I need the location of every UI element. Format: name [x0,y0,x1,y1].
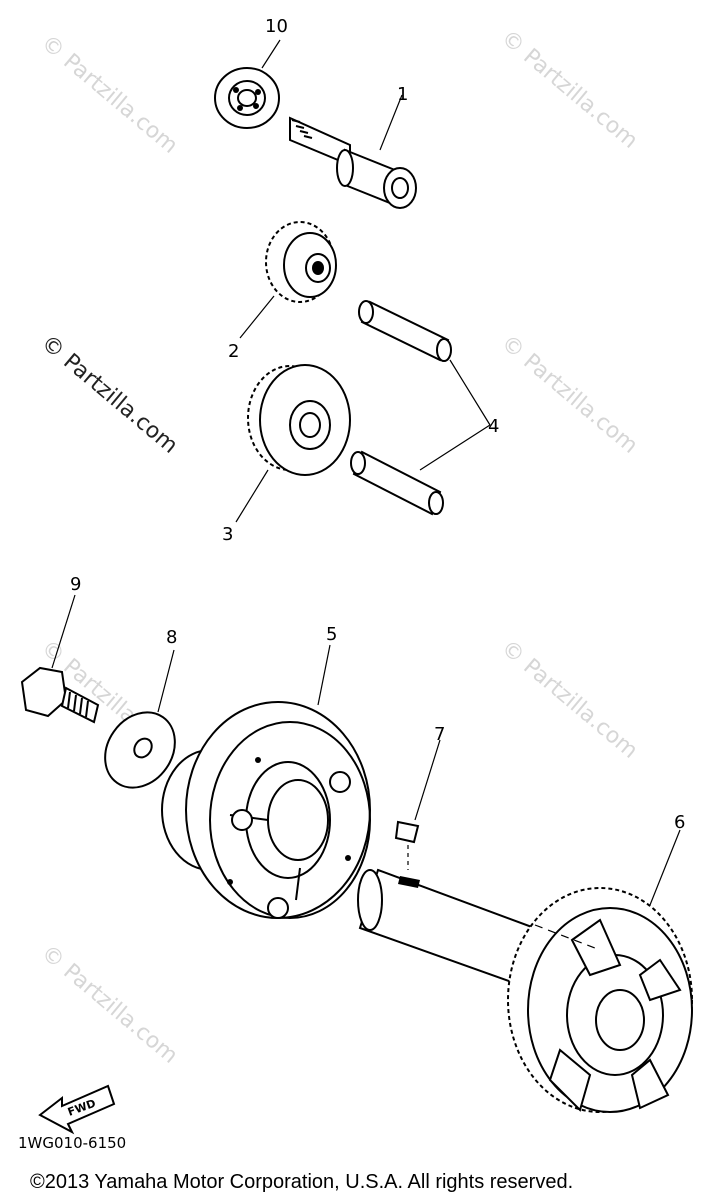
leader-lines [51,39,681,951]
callout-3: 3 [222,524,233,545]
fwd-arrow-icon: FWD [38,1084,116,1135]
callout-4: 4 [488,416,499,437]
callout-9: 9 [70,574,81,595]
part-10-bearing [214,67,280,129]
part-7-key [394,820,420,844]
part-8-washer [104,711,176,789]
part-code: 1WG010-6150 [18,1134,126,1152]
callout-8: 8 [166,627,177,648]
callout-6: 6 [674,812,685,833]
watermark-bottom-left: © Partzilla.com [36,940,182,1068]
callout-1: 1 [397,84,408,105]
part-1-shaft [289,116,417,209]
watermark-mid-right: © Partzilla.com [496,330,642,458]
part-6-starter-gear [507,887,693,1113]
part-2-small-gear [265,221,337,303]
watermark-dark: © Partzilla.com [36,330,182,458]
part-4-pin-lower [350,450,444,516]
callout-labels: 10 1 2 3 4 5 6 7 8 9 [70,16,685,833]
part-5-clutch-housing [161,701,371,919]
callout-7: 7 [434,724,445,745]
callout-5: 5 [326,624,337,645]
part-4-pin-upper [358,300,452,362]
part-3-large-gear [247,364,351,476]
copyright-notice: ©2013 Yamaha Motor Corporation, U.S.A. A… [30,1171,573,1193]
watermark-lower-right: © Partzilla.com [496,635,642,763]
part-9-bolt [20,666,100,724]
watermark-top-left: © Partzilla.com [36,30,182,158]
watermark-top-right: © Partzilla.com [496,25,642,153]
callout-10: 10 [265,16,288,37]
callout-2: 2 [228,341,239,362]
